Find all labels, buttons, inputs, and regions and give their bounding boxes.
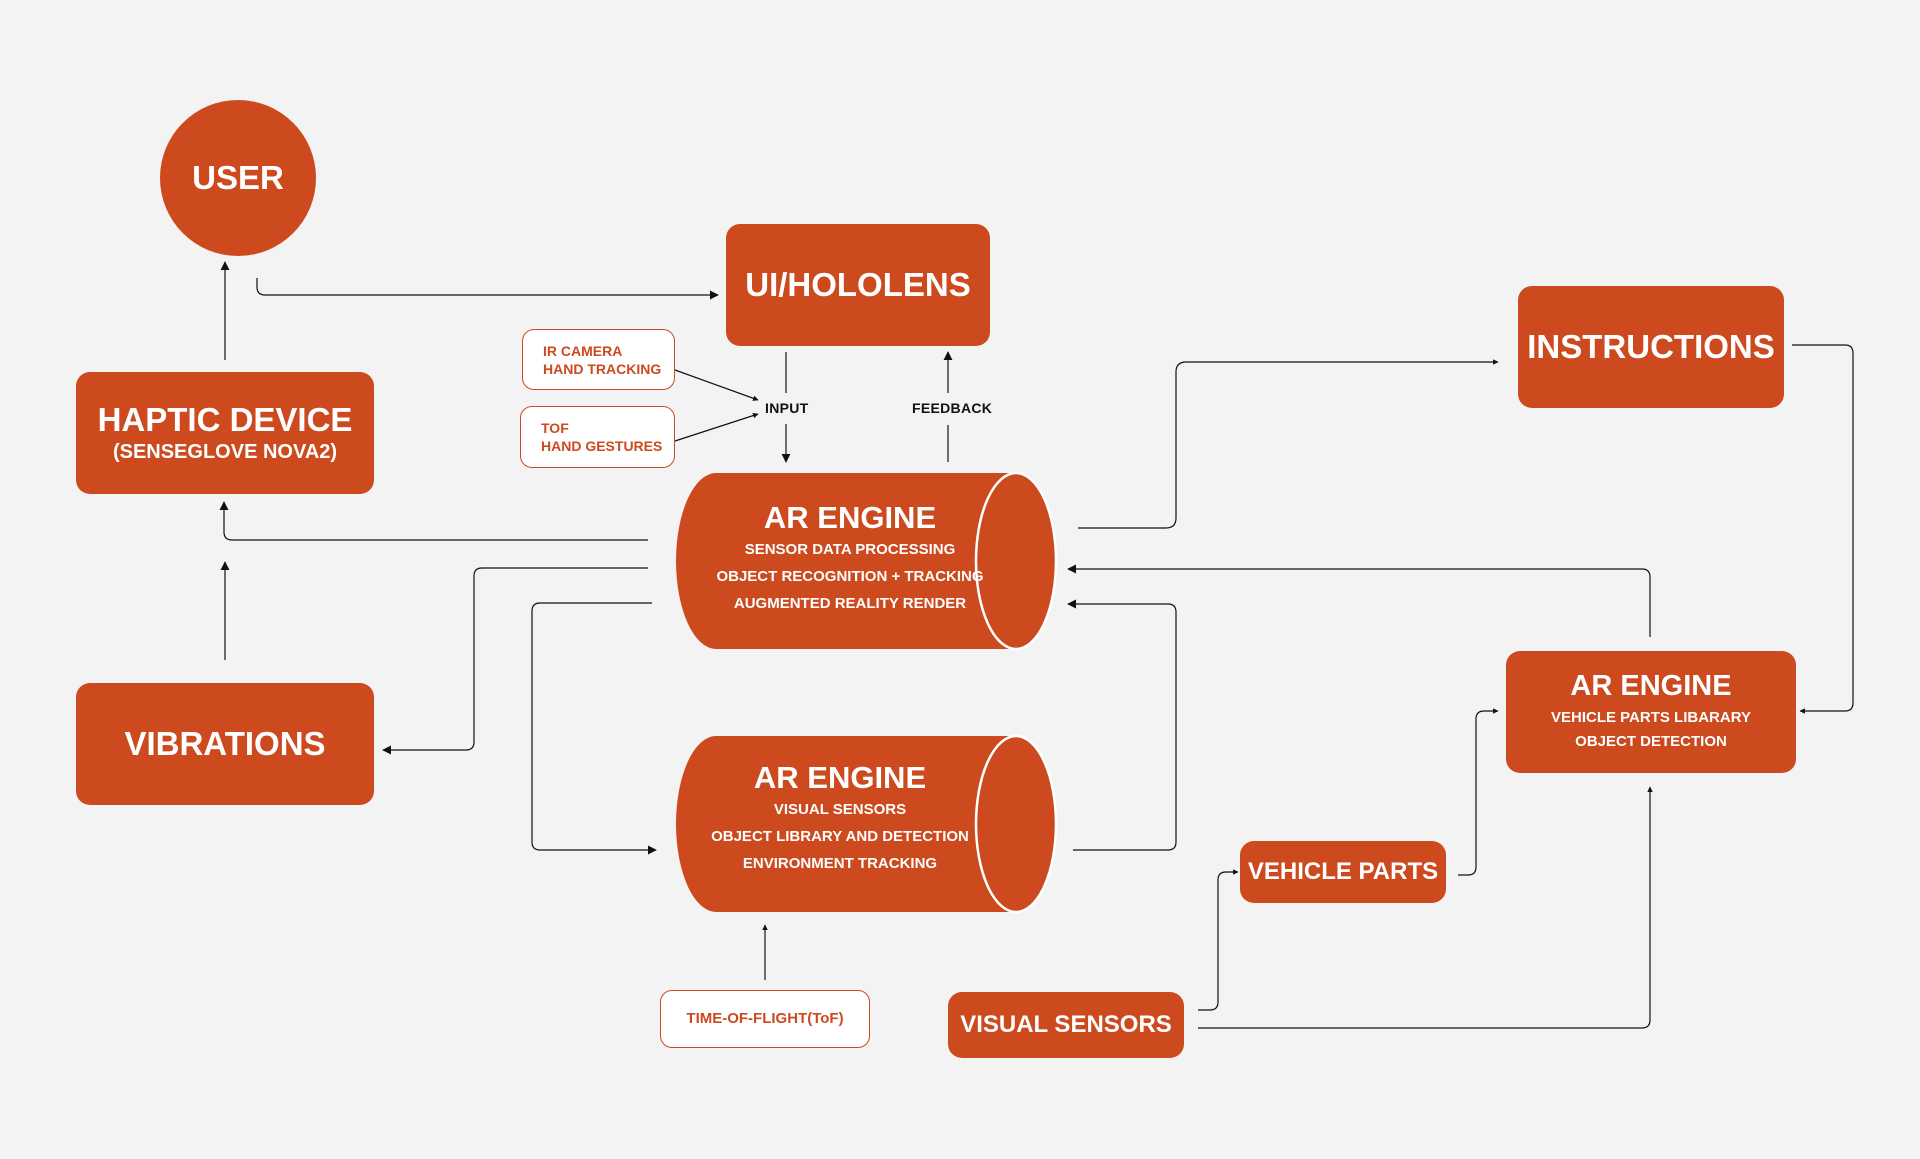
instructions-node: INSTRUCTIONS — [1518, 286, 1784, 408]
edge-user-to-ui — [256, 278, 719, 300]
edge-visual-sensors-to-vehicle-parts — [1198, 869, 1239, 1011]
input-edge-label: INPUT — [765, 400, 809, 416]
vehicle-parts-node: VEHICLE PARTS — [1240, 841, 1446, 903]
edge-engine-to-haptic — [219, 501, 648, 541]
feedback-edge-label: FEEDBACK — [912, 400, 993, 416]
edge-visual-engine-to-engine — [1067, 599, 1177, 851]
haptic-device-subtitle: (SENSEGLOVE NOVA2) — [112, 441, 338, 464]
edge-engine-to-vibrations — [382, 567, 648, 755]
edge-ir-camera-to-input — [674, 369, 759, 401]
haptic-device-title: HAPTIC DEVICE — [97, 401, 353, 439]
instructions-label: INSTRUCTIONS — [1527, 327, 1775, 365]
ar-engine-visual-text: AR ENGINE VISUAL SENSORS OBJECT LIBRARY … — [680, 760, 1000, 877]
tof-gestures-line-1: TOF — [541, 420, 569, 436]
ar-engine-main-title: AR ENGINE — [763, 500, 937, 535]
ar-engine-main-text: AR ENGINE SENSOR DATA PROCESSING OBJECT … — [690, 500, 1010, 617]
ar-engine-vehicle-title: AR ENGINE — [1570, 669, 1732, 702]
ir-camera-line-1: IR CAMERA — [543, 342, 623, 359]
ar-engine-visual-line-2: OBJECT LIBRARY AND DETECTION — [711, 828, 969, 845]
ui-hololens-node: UI/HOLOLENS — [726, 224, 990, 346]
ar-engine-main-line-3: AUGMENTED REALITY RENDER — [733, 595, 967, 612]
vibrations-label: VIBRATIONS — [124, 724, 326, 762]
time-of-flight-label: TIME-OF-FLIGHT(ToF) — [686, 1010, 844, 1027]
ar-engine-main-line-1: SENSOR DATA PROCESSING — [744, 541, 956, 558]
ar-engine-visual-title: AR ENGINE — [753, 760, 927, 795]
edge-vehicle-parts-to-vehicle-engine — [1458, 708, 1499, 876]
edge-engine-to-instructions — [1078, 359, 1499, 529]
user-node: USER — [160, 100, 316, 256]
edge-vehicle-engine-to-engine — [1067, 564, 1651, 637]
time-of-flight-input-box: TIME-OF-FLIGHT(ToF) — [660, 990, 870, 1048]
ar-engine-visual-line-1: VISUAL SENSORS — [773, 801, 907, 818]
ar-engine-vehicle-line-1: VEHICLE PARTS LIBARARY — [1550, 709, 1751, 727]
ar-engine-visual-line-3: ENVIRONMENT TRACKING — [742, 855, 938, 872]
user-label: USER — [192, 158, 284, 196]
edge-instructions-to-vehicle-engine — [1792, 344, 1854, 714]
ar-engine-vehicle-node: AR ENGINE VEHICLE PARTS LIBARARY OBJECT … — [1506, 651, 1796, 773]
ar-engine-main-cylinder — [676, 471, 1058, 651]
ar-engine-main-line-2: OBJECT RECOGNITION + TRACKING — [716, 568, 984, 585]
ar-engine-vehicle-line-2: OBJECT DETECTION — [1575, 733, 1727, 751]
ir-camera-input-box: IR CAMERA HAND TRACKING — [522, 329, 675, 390]
visual-sensors-label: VISUAL SENSORS — [960, 1010, 1172, 1038]
visual-sensors-node: VISUAL SENSORS — [948, 992, 1184, 1058]
vibrations-node: VIBRATIONS — [76, 683, 374, 805]
edge-visual-sensors-to-vehicle-engine — [1198, 786, 1653, 1029]
haptic-device-node: HAPTIC DEVICE (SENSEGLOVE NOVA2) — [76, 372, 374, 494]
ar-engine-visual-cylinder — [676, 734, 1058, 914]
tof-gestures-line-2: HAND GESTURES — [541, 438, 663, 454]
ir-camera-line-2: HAND TRACKING — [543, 360, 662, 377]
ui-hololens-label: UI/HOLOLENS — [745, 265, 971, 303]
edge-tof-gestures-to-input — [674, 412, 759, 442]
vehicle-parts-label: VEHICLE PARTS — [1247, 857, 1439, 885]
edge-engine-to-visual-engine — [531, 602, 657, 855]
tof-gestures-input-box: TOF HAND GESTURES — [520, 406, 675, 468]
